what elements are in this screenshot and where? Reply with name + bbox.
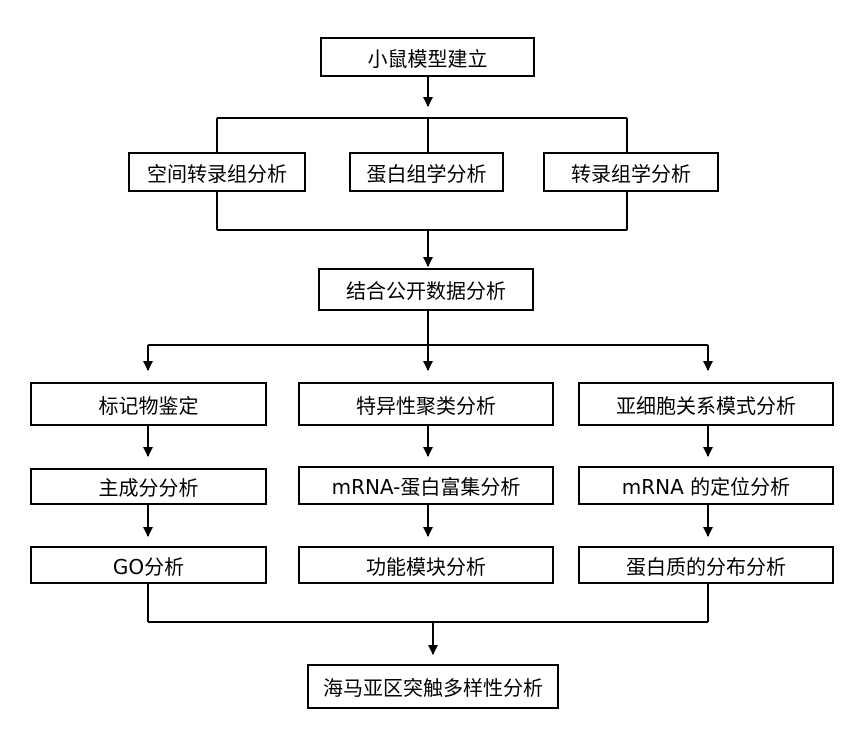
node-subcellular-pattern: 亚细胞关系模式分析 [578, 382, 834, 426]
node-proteomics: 蛋白组学分析 [349, 152, 504, 192]
node-mrna-localization: mRNA 的定位分析 [578, 466, 834, 505]
node-go-analysis: GO分析 [30, 546, 267, 584]
node-spatial-transcriptomics: 空间转录组分析 [128, 152, 306, 192]
node-marker-identification: 标记物鉴定 [30, 382, 267, 426]
node-mrna-enrichment: mRNA-蛋白富集分析 [298, 466, 554, 505]
node-transcriptomics: 转录组学分析 [543, 152, 719, 192]
node-pca: 主成分分析 [30, 468, 267, 505]
node-protein-distribution: 蛋白质的分布分析 [578, 546, 834, 584]
node-functional-module: 功能模块分析 [298, 546, 554, 584]
node-model: 小鼠模型建立 [320, 37, 535, 77]
node-public-data: 结合公开数据分析 [318, 268, 534, 311]
node-specific-clustering: 特异性聚类分析 [298, 382, 554, 426]
node-synapse-diversity: 海马亚区突触多样性分析 [307, 664, 559, 709]
